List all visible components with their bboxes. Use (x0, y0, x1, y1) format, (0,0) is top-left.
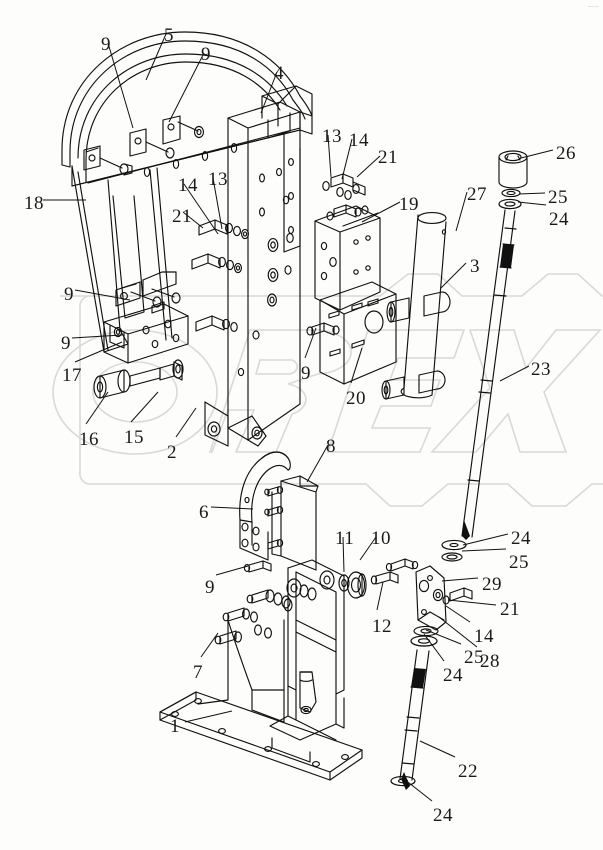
callout-leader-14 (445, 605, 471, 623)
callout-leader-28 (438, 616, 478, 648)
callout-leader-10 (359, 536, 377, 561)
callout-number-29: 29 (482, 574, 502, 595)
callout-leader-5 (145, 33, 167, 81)
callout-number-21: 21 (172, 206, 192, 227)
callout-number-12: 12 (372, 616, 392, 637)
callout-number-14: 14 (474, 626, 494, 647)
callout-number-22: 22 (458, 761, 478, 782)
callout-leader-16 (85, 391, 109, 425)
callout-leader-13 (212, 177, 223, 230)
callout-number-26: 26 (556, 143, 576, 164)
callout-number-9: 9 (61, 333, 71, 354)
callout-leader-24 (517, 201, 547, 206)
callout-leader-14 (183, 183, 219, 235)
callout-leader-7 (200, 632, 219, 658)
callout-leader-13 (327, 134, 332, 178)
callout-number-6: 6 (199, 502, 209, 523)
callout-leader-29 (441, 577, 479, 582)
callout-number-27: 27 (467, 184, 487, 205)
callout-leader-9 (71, 334, 123, 339)
callout-number-17: 17 (62, 365, 82, 386)
callout-number-24: 24 (443, 665, 463, 686)
callout-number-5: 5 (164, 25, 174, 46)
callout-number-8: 8 (326, 436, 336, 457)
callout-leader-9 (215, 565, 249, 576)
callout-number-9: 9 (101, 34, 111, 55)
callout-leader-22 (419, 740, 456, 758)
callout-number-21: 21 (378, 147, 398, 168)
callout-number-25: 25 (548, 187, 568, 208)
callout-number-20: 20 (346, 388, 366, 409)
callout-leader-4 (260, 71, 278, 114)
callout-leader-24 (423, 633, 445, 662)
callout-leader-9 (74, 289, 131, 301)
callout-number-7: 7 (193, 662, 203, 683)
callout-leader-9 (168, 52, 205, 123)
corner-watermark-mark: —— (588, 4, 599, 10)
callout-leader-21 (447, 599, 497, 606)
callout-leader-21 (182, 211, 204, 229)
callout-number-16: 16 (79, 429, 99, 450)
callout-leader-24 (462, 533, 509, 546)
callout-number-15: 15 (124, 427, 144, 448)
callout-leader-12 (376, 581, 384, 611)
callout-number-19: 19 (399, 194, 419, 215)
callout-number-25: 25 (509, 552, 529, 573)
callout-number-1: 1 (170, 716, 180, 737)
callout-leader-25 (461, 548, 507, 552)
callout-number-13: 13 (322, 126, 342, 147)
callout-leader-11 (342, 536, 345, 573)
callout-leader-27 (455, 191, 468, 232)
callout-number-9: 9 (201, 44, 211, 65)
callout-leader-25 (518, 192, 546, 195)
callout-number-10: 10 (371, 528, 391, 549)
callout-leader-26 (520, 149, 554, 159)
callout-leader-3 (440, 262, 467, 289)
callout-number-9: 9 (64, 284, 74, 305)
callout-number-25: 25 (464, 647, 484, 668)
callout-leader-2 (175, 407, 197, 438)
callout-leader-17 (74, 341, 123, 363)
callout-leader-19 (361, 201, 401, 223)
callout-number-2: 2 (167, 442, 177, 463)
callout-leader-1 (184, 710, 233, 723)
callout-leader-8 (306, 444, 329, 483)
callout-leader-15 (130, 391, 159, 423)
callout-number-9: 9 (301, 363, 311, 384)
callout-number-24: 24 (549, 209, 569, 230)
callout-leader-23 (499, 365, 530, 382)
callout-number-21: 21 (500, 599, 520, 620)
callout-number-4: 4 (274, 63, 284, 84)
callout-number-24: 24 (433, 805, 453, 826)
callout-leader-25 (425, 629, 462, 645)
callout-leader-14 (341, 138, 353, 180)
callout-number-9: 9 (205, 577, 215, 598)
callout-number-24: 24 (511, 528, 531, 549)
callout-number-18: 18 (24, 193, 44, 214)
callout-leader-6 (210, 506, 254, 510)
callout-number-14: 14 (178, 175, 198, 196)
callout-number-28: 28 (480, 651, 500, 672)
callout-leader-9 (304, 327, 317, 359)
callout-leader-24 (403, 778, 433, 802)
callout-leader-21 (356, 155, 381, 178)
callout-number-13: 13 (208, 169, 228, 190)
callout-number-23: 23 (531, 359, 551, 380)
callout-number-14: 14 (349, 130, 369, 151)
callout-leader-20 (350, 347, 363, 384)
callout-number-11: 11 (335, 528, 355, 549)
callout-number-3: 3 (470, 256, 480, 277)
callout-leader-9 (107, 42, 134, 129)
